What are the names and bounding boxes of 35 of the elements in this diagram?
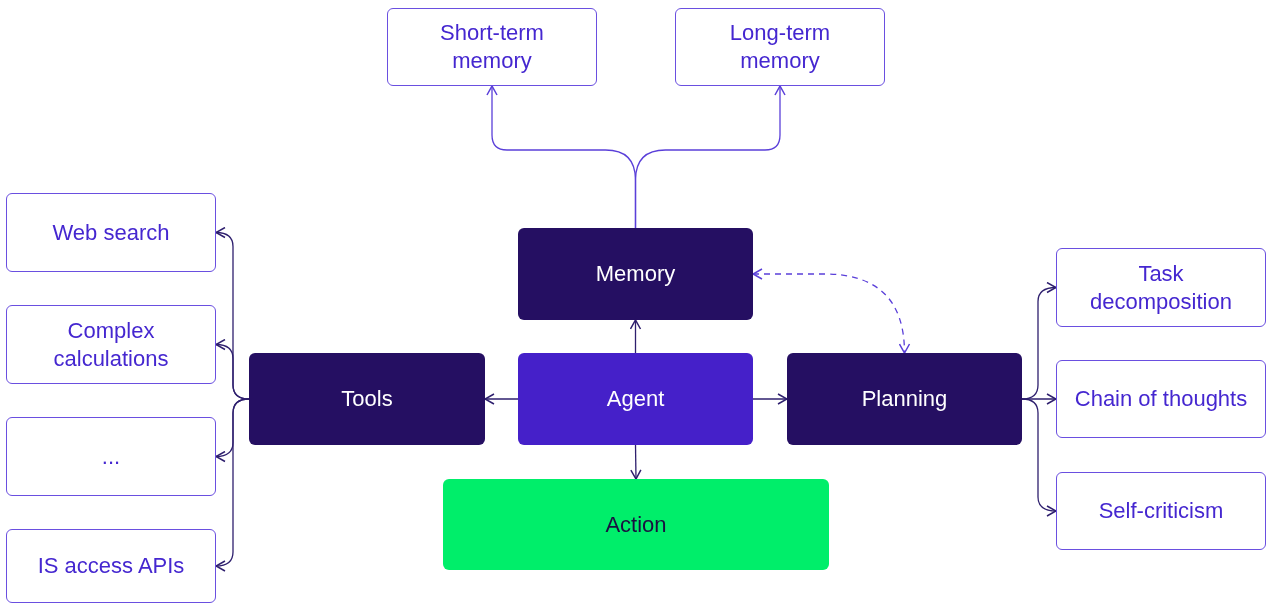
node-label: Web search [52, 218, 170, 247]
node-label: Memory [595, 260, 676, 288]
arrow [629, 319, 642, 354]
node-label: Long-term memory [728, 19, 832, 75]
node-label: Short-term memory [439, 19, 545, 75]
node-label: ... [101, 442, 121, 471]
node-label: IS access APIs [37, 552, 185, 580]
arrow [630, 444, 642, 480]
node-label: Tools [341, 385, 393, 413]
node-label: Complex calculations [52, 316, 170, 373]
concept-box [1056, 472, 1266, 550]
arrow [752, 393, 788, 405]
concept-box [6, 417, 216, 496]
component-box [249, 353, 485, 445]
concept-box [6, 193, 216, 272]
node-label: Planning [861, 385, 948, 413]
component-box [787, 353, 1022, 445]
concept-box [1056, 248, 1266, 327]
concept-box [6, 305, 216, 384]
concept-box [6, 529, 216, 603]
concept-box [387, 8, 597, 86]
component-box [518, 228, 753, 320]
node-label: Task decomposition [1089, 259, 1233, 316]
arrow [1021, 398, 1057, 517]
node-label: Action [605, 510, 667, 539]
dashed-arrow [752, 268, 910, 354]
arrow [484, 393, 519, 405]
node-label: Chain of thoughts [1074, 385, 1248, 413]
action-box [443, 479, 829, 570]
arrow [634, 85, 786, 229]
node-label: Self-criticism [1098, 497, 1224, 525]
node-label: Agent [606, 385, 665, 413]
concept-box [1056, 360, 1266, 438]
concept-box [675, 8, 885, 86]
agent-box [518, 353, 753, 445]
